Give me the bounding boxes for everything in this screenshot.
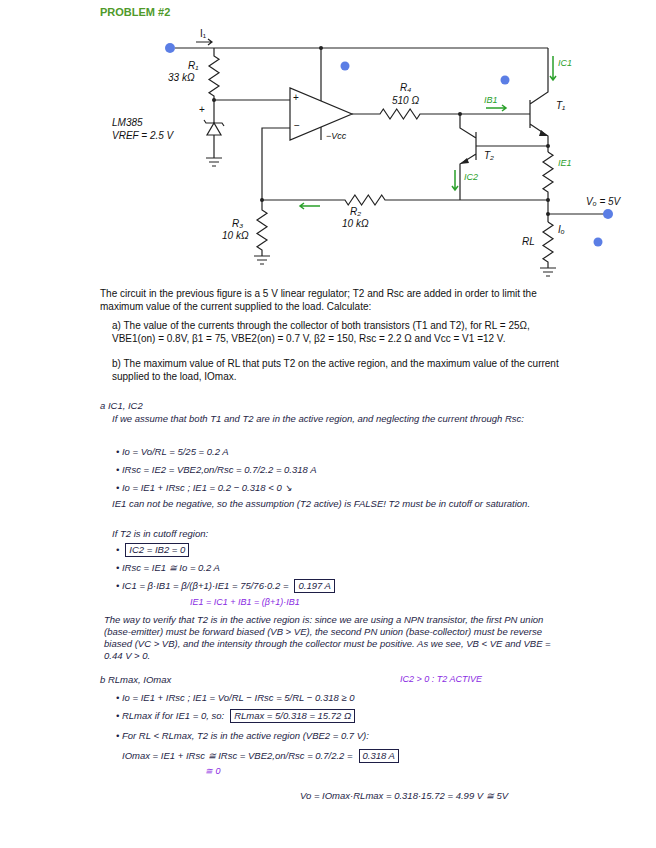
current-arrow [452,170,458,190]
part-name: R₂ [350,206,361,219]
pin-sign: + [199,104,205,117]
part-name: R₃ [232,218,243,231]
part-name: R₁ [188,60,198,73]
side-note: IC2 > 0 : T2 ACTIVE [400,674,482,685]
result-text: 0.318 A [363,750,395,761]
answer-text: If T2 is in cutoff region: [112,528,208,540]
answer-text: • For RL < RLmax, T2 is in the active re… [116,730,369,742]
result-box: 0.318 A [359,749,399,763]
terminal-label: Vₒ = 5V [586,196,620,209]
answer-text: • IRsc = IE1 ≅ Io = 0.2 A [116,562,220,574]
part-value: 33 kΩ [168,72,195,85]
part-value: VREF = 2.5 V [112,130,173,143]
current-label: IB1 [484,95,498,106]
current-arrow [486,105,506,111]
junction-dot [546,144,550,148]
result-box: 0.197 A [294,579,334,593]
terminal-symbol [603,209,613,219]
zener-symbol [207,123,221,135]
terminal-symbol [165,43,175,53]
wire [548,213,604,214]
answer-text: • Io = IE1 + IRsc ; IE1 = 0.2 − 0.318 < … [116,482,292,494]
wire [214,99,290,100]
part-name: T₁ [556,100,565,113]
ground-symbol [206,135,222,166]
transistor-symbol [530,48,548,152]
current-label: I₁ [200,28,206,41]
answer-text: IE1 can not be negative, so the assumpti… [112,498,562,510]
resistor-symbol [540,222,556,276]
result-text: 0.197 A [298,580,330,591]
junction-dot [212,98,216,102]
supply-label: −Vcc [326,131,346,142]
current-label: IC2 [464,172,478,183]
blue-marks [165,43,613,247]
resistor-symbol [209,48,219,100]
result-text: RLmax = 5/0.318 = 15.72 Ω [234,710,351,721]
zener-symbol [204,120,224,126]
result-box: RLmax = 5/0.318 = 15.72 Ω [230,709,355,723]
annotation-dot [501,76,510,85]
answer-text: IOmax = IE1 + IRsc ≅ IRsc = VBE2,on/Rsc … [122,750,353,762]
page-title: PROBLEM #2 [100,6,170,20]
answer-text: Vo = IOmax·RLmax = 0.318·15.72 = 4.99 V … [300,790,508,802]
answer-text: • [116,544,119,556]
part-name: LM385 [112,117,143,130]
side-note: ≅ 0 [205,766,221,777]
answer-heading: b RLmax, IOmax [100,674,171,686]
answer-text: If we assume that both T1 and T2 are in … [112,413,562,425]
junctions [212,46,550,216]
answer-heading: a IC1, IC2 [100,400,143,412]
junction-dot [546,212,550,216]
part-value: 510 Ω [392,95,419,108]
answer-text: • Io = IE1 + IRsc ; IE1 = Vo/RL − IRsc =… [116,692,355,704]
answer-text: • IC1 = β·IB1 = β/(β+1)·IE1 = 75/76·0.2 … [116,580,288,592]
part-value: 10 kΩ [342,218,369,231]
part-name: R₄ [400,82,411,95]
junction-dot [546,198,550,202]
result-text: IC2 = IB2 = 0 [129,544,185,555]
current-arrow [550,56,556,80]
wire [213,100,214,123]
green-arrows [300,56,556,209]
current-label: IC1 [558,58,572,69]
answer-text: • IRsc = IE2 = VBE2,on/Rsc = 0.7/2.2 = 0… [116,464,316,476]
part-name: RL [522,236,535,249]
problem-item: a) The value of the currents through the… [112,320,560,345]
annotation-dot [341,62,350,71]
result-box: IC2 = IB2 = 0 [125,543,189,557]
wires [175,39,604,276]
resistor-symbol [543,152,553,222]
side-note: IE1 = IC1 + IB1 = (β+1)·IB1 [190,597,300,608]
current-arrow [196,39,212,45]
answer-text: • Io = Vo/RL = 5/25 = 0.2 A [116,446,229,458]
problem-item: b) The maximum value of RL that puts T2 … [112,358,560,383]
emitter-arrow [460,158,469,164]
annotation-dot [594,238,603,247]
transistor-symbol [460,114,548,200]
emitter-arrow [539,130,548,136]
current-arrow [300,203,320,209]
junction-dot [260,198,264,202]
part-name: T₂ [484,150,494,163]
answer-text: The way to verify that T2 is in the acti… [104,614,559,662]
resistor-symbol [254,200,270,264]
part-value: 10 kΩ [222,230,249,243]
junction-dot [319,46,323,50]
current-label: Iₒ [558,224,565,237]
current-label: IE1 [558,158,572,169]
problem-text: The circuit in the previous figure is a … [100,288,560,313]
wire [320,48,321,140]
pin-sign: − [294,120,300,133]
pin-sign: + [293,92,299,105]
junction-dot [458,112,462,116]
resistor-symbol [262,128,548,205]
answer-text: • RLmax if for IE1 = 0, so: [116,710,224,722]
top-wire [175,47,548,48]
